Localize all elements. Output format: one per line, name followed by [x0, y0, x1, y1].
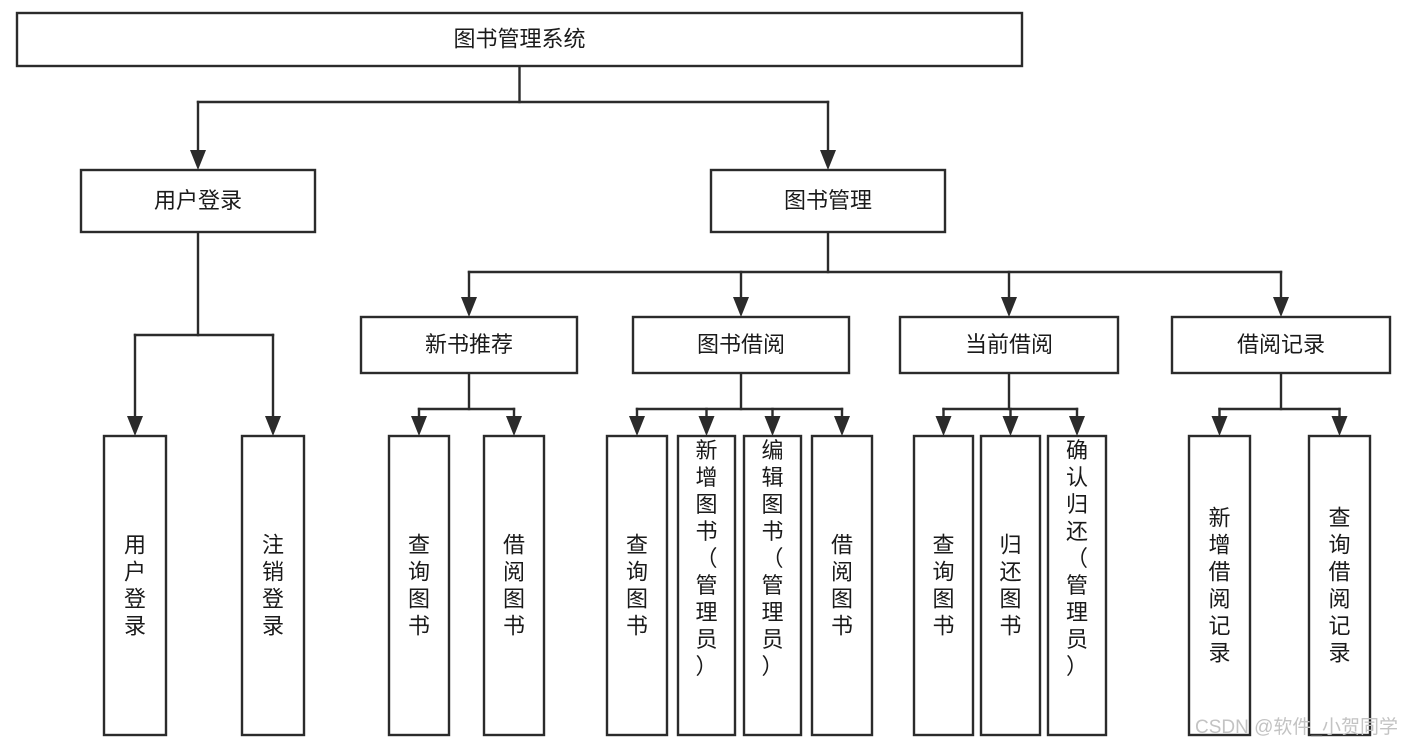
node-leaf-borrow-book-2-label: 借阅图书 — [831, 533, 853, 639]
node-leaf-logout-box — [240, 434, 306, 737]
node-root-label: 图书管理系统 — [453, 26, 585, 51]
node-new-book-rec-box — [359, 315, 579, 375]
node-leaf-edit-book-label: 编辑图书（管理员） — [761, 438, 783, 679]
arrow-head-icon — [629, 416, 645, 436]
node-leaf-query-book-3-label: 查询图书 — [932, 533, 954, 639]
node-current-borrow-label: 当前借阅 — [965, 332, 1053, 357]
node-leaf-query-book-1-label: 查询图书 — [408, 533, 430, 639]
node-user-login[interactable]: 用户登录 — [79, 168, 317, 234]
arrow-head-icon — [127, 416, 143, 436]
node-leaf-query-book-1[interactable]: 查询图书 — [387, 434, 451, 737]
node-leaf-query-book-1-box — [387, 434, 451, 737]
node-book-borrow-box — [631, 315, 851, 375]
node-leaf-confirm-return-label: 确认归还（管理员） — [1066, 438, 1088, 679]
node-leaf-add-book-label: 新增图书（管理员） — [695, 438, 717, 679]
node-root[interactable]: 图书管理系统 — [15, 11, 1024, 68]
arrow-head-icon — [1331, 416, 1348, 436]
node-leaf-user-login-label: 用户登录 — [124, 533, 146, 639]
arrow-head-icon — [265, 416, 281, 436]
arrow-head-icon — [1001, 297, 1017, 317]
node-user-login-box — [79, 168, 317, 234]
arrow-head-icon — [1002, 416, 1019, 436]
arrow-head-icon — [1069, 416, 1085, 436]
node-leaf-borrow-book-2[interactable]: 借阅图书 — [810, 434, 874, 737]
node-leaf-query-record-label: 查询借阅记录 — [1328, 506, 1350, 666]
node-book-manage-label: 图书管理 — [784, 188, 872, 213]
node-user-login-label: 用户登录 — [154, 188, 242, 213]
node-leaf-add-record-box — [1187, 434, 1252, 737]
node-leaf-query-book-3[interactable]: 查询图书 — [912, 434, 975, 737]
node-current-borrow-box — [898, 315, 1120, 375]
node-leaf-user-login[interactable]: 用户登录 — [102, 434, 168, 737]
arrow-head-icon — [820, 150, 836, 170]
node-book-borrow-label: 图书借阅 — [697, 332, 785, 357]
node-leaf-query-book-2-box — [605, 434, 669, 737]
arrow-head-icon — [1273, 297, 1289, 317]
node-leaf-edit-book-box — [742, 434, 803, 737]
node-leaf-add-book-box — [676, 434, 737, 737]
node-leaf-return-book-box — [979, 434, 1042, 737]
node-leaf-return-book-label: 归还图书 — [999, 533, 1021, 639]
node-leaf-query-book-2[interactable]: 查询图书 — [605, 434, 669, 737]
node-leaf-query-record-box — [1307, 434, 1372, 737]
arrow-head-icon — [411, 416, 427, 436]
node-leaf-confirm-return[interactable]: 确认归还（管理员） — [1046, 434, 1108, 737]
arrow-head-icon — [698, 416, 715, 436]
node-leaf-user-login-box — [102, 434, 168, 737]
arrow-head-icon — [834, 416, 850, 436]
node-root-box — [15, 11, 1024, 68]
node-leaf-edit-book[interactable]: 编辑图书（管理员） — [742, 434, 803, 737]
node-leaf-borrow-book-1-box — [482, 434, 546, 737]
node-leaf-confirm-return-box — [1046, 434, 1108, 737]
node-borrow-record-box — [1170, 315, 1392, 375]
arrow-head-icon — [733, 297, 749, 317]
node-leaf-add-book[interactable]: 新增图书（管理员） — [676, 434, 737, 737]
node-leaf-logout-label: 注销登录 — [262, 533, 284, 639]
arrow-head-icon — [506, 416, 522, 436]
node-leaf-borrow-book-2-box — [810, 434, 874, 737]
node-borrow-record[interactable]: 借阅记录 — [1170, 315, 1392, 375]
node-leaf-query-book-2-label: 查询图书 — [626, 533, 648, 639]
node-leaf-query-record[interactable]: 查询借阅记录 — [1307, 434, 1372, 737]
arrow-head-icon — [190, 150, 206, 170]
node-leaf-add-record[interactable]: 新增借阅记录 — [1187, 434, 1252, 737]
node-book-manage-box — [709, 168, 947, 234]
node-leaf-borrow-book-1-label: 借阅图书 — [503, 533, 525, 639]
arrow-head-icon — [935, 416, 952, 436]
csdn-watermark: CSDN @软件_小贺同学 — [1195, 716, 1398, 738]
node-leaf-borrow-book-1[interactable]: 借阅图书 — [482, 434, 546, 737]
connector-lines — [127, 64, 1348, 436]
node-leaf-logout[interactable]: 注销登录 — [240, 434, 306, 737]
node-leaf-query-book-3-box — [912, 434, 975, 737]
node-new-book-rec[interactable]: 新书推荐 — [359, 315, 579, 375]
node-current-borrow[interactable]: 当前借阅 — [898, 315, 1120, 375]
node-leaf-add-record-label: 新增借阅记录 — [1208, 506, 1230, 666]
node-borrow-record-label: 借阅记录 — [1237, 332, 1325, 357]
node-book-manage[interactable]: 图书管理 — [709, 168, 947, 234]
arrow-head-icon — [461, 297, 477, 317]
arrow-head-icon — [1211, 416, 1228, 436]
diagram-nodes: 图书管理系统用户登录图书管理新书推荐图书借阅当前借阅借阅记录用户登录注销登录查询… — [15, 11, 1392, 737]
node-leaf-return-book[interactable]: 归还图书 — [979, 434, 1042, 737]
arrow-head-icon — [764, 416, 781, 436]
node-new-book-rec-label: 新书推荐 — [425, 332, 513, 357]
node-book-borrow[interactable]: 图书借阅 — [631, 315, 851, 375]
